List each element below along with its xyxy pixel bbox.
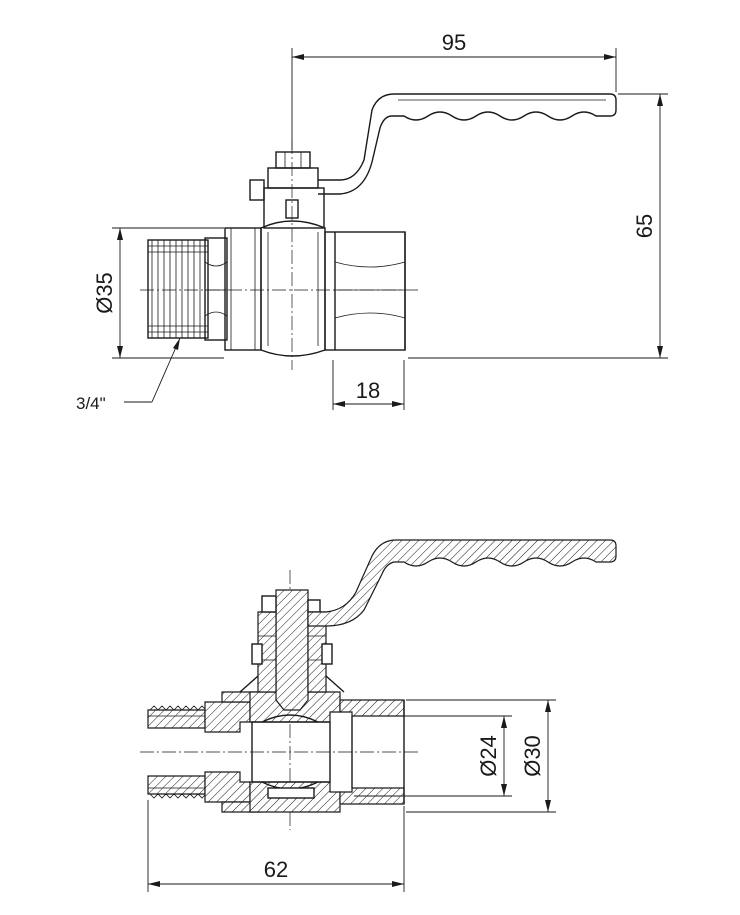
exterior-view: 95 65 Ø35 3/4"	[76, 30, 668, 413]
female-hex-end	[324, 231, 406, 351]
dimension-outer-diameter: Ø35	[92, 227, 224, 359]
dimension-bore-diameter: Ø24	[354, 715, 512, 797]
lever-handle-bottom	[307, 539, 617, 627]
thread-callout: 3/4"	[76, 337, 181, 413]
dimension-socket-depth: 18	[332, 360, 405, 410]
dimension-label-62: 62	[264, 857, 288, 882]
stem-assembly-top	[249, 151, 325, 229]
lever-handle-top	[318, 93, 617, 195]
dimension-label-d24: Ø24	[476, 735, 501, 777]
dimension-height: 65	[408, 93, 668, 359]
dimension-label-d35: Ø35	[92, 272, 117, 314]
section-view: 62 Ø24 Ø30	[140, 539, 617, 892]
collar-section	[204, 691, 263, 813]
dimension-socket-diameter: Ø30	[406, 699, 556, 813]
female-socket-section	[339, 699, 405, 805]
male-thread-end	[147, 239, 209, 339]
body-section	[249, 691, 341, 813]
dimension-label-d30: Ø30	[520, 735, 545, 777]
stem-section	[239, 589, 345, 711]
dimension-body-length: 62	[147, 800, 405, 892]
dimension-label-95: 95	[442, 30, 466, 55]
dimension-handle-length: 95	[291, 30, 617, 150]
thread-size-label: 3/4"	[76, 394, 106, 413]
dimension-label-65: 65	[632, 214, 657, 238]
collar-ring	[224, 227, 262, 351]
dimension-label-18: 18	[356, 378, 380, 403]
valve-body	[260, 220, 326, 357]
